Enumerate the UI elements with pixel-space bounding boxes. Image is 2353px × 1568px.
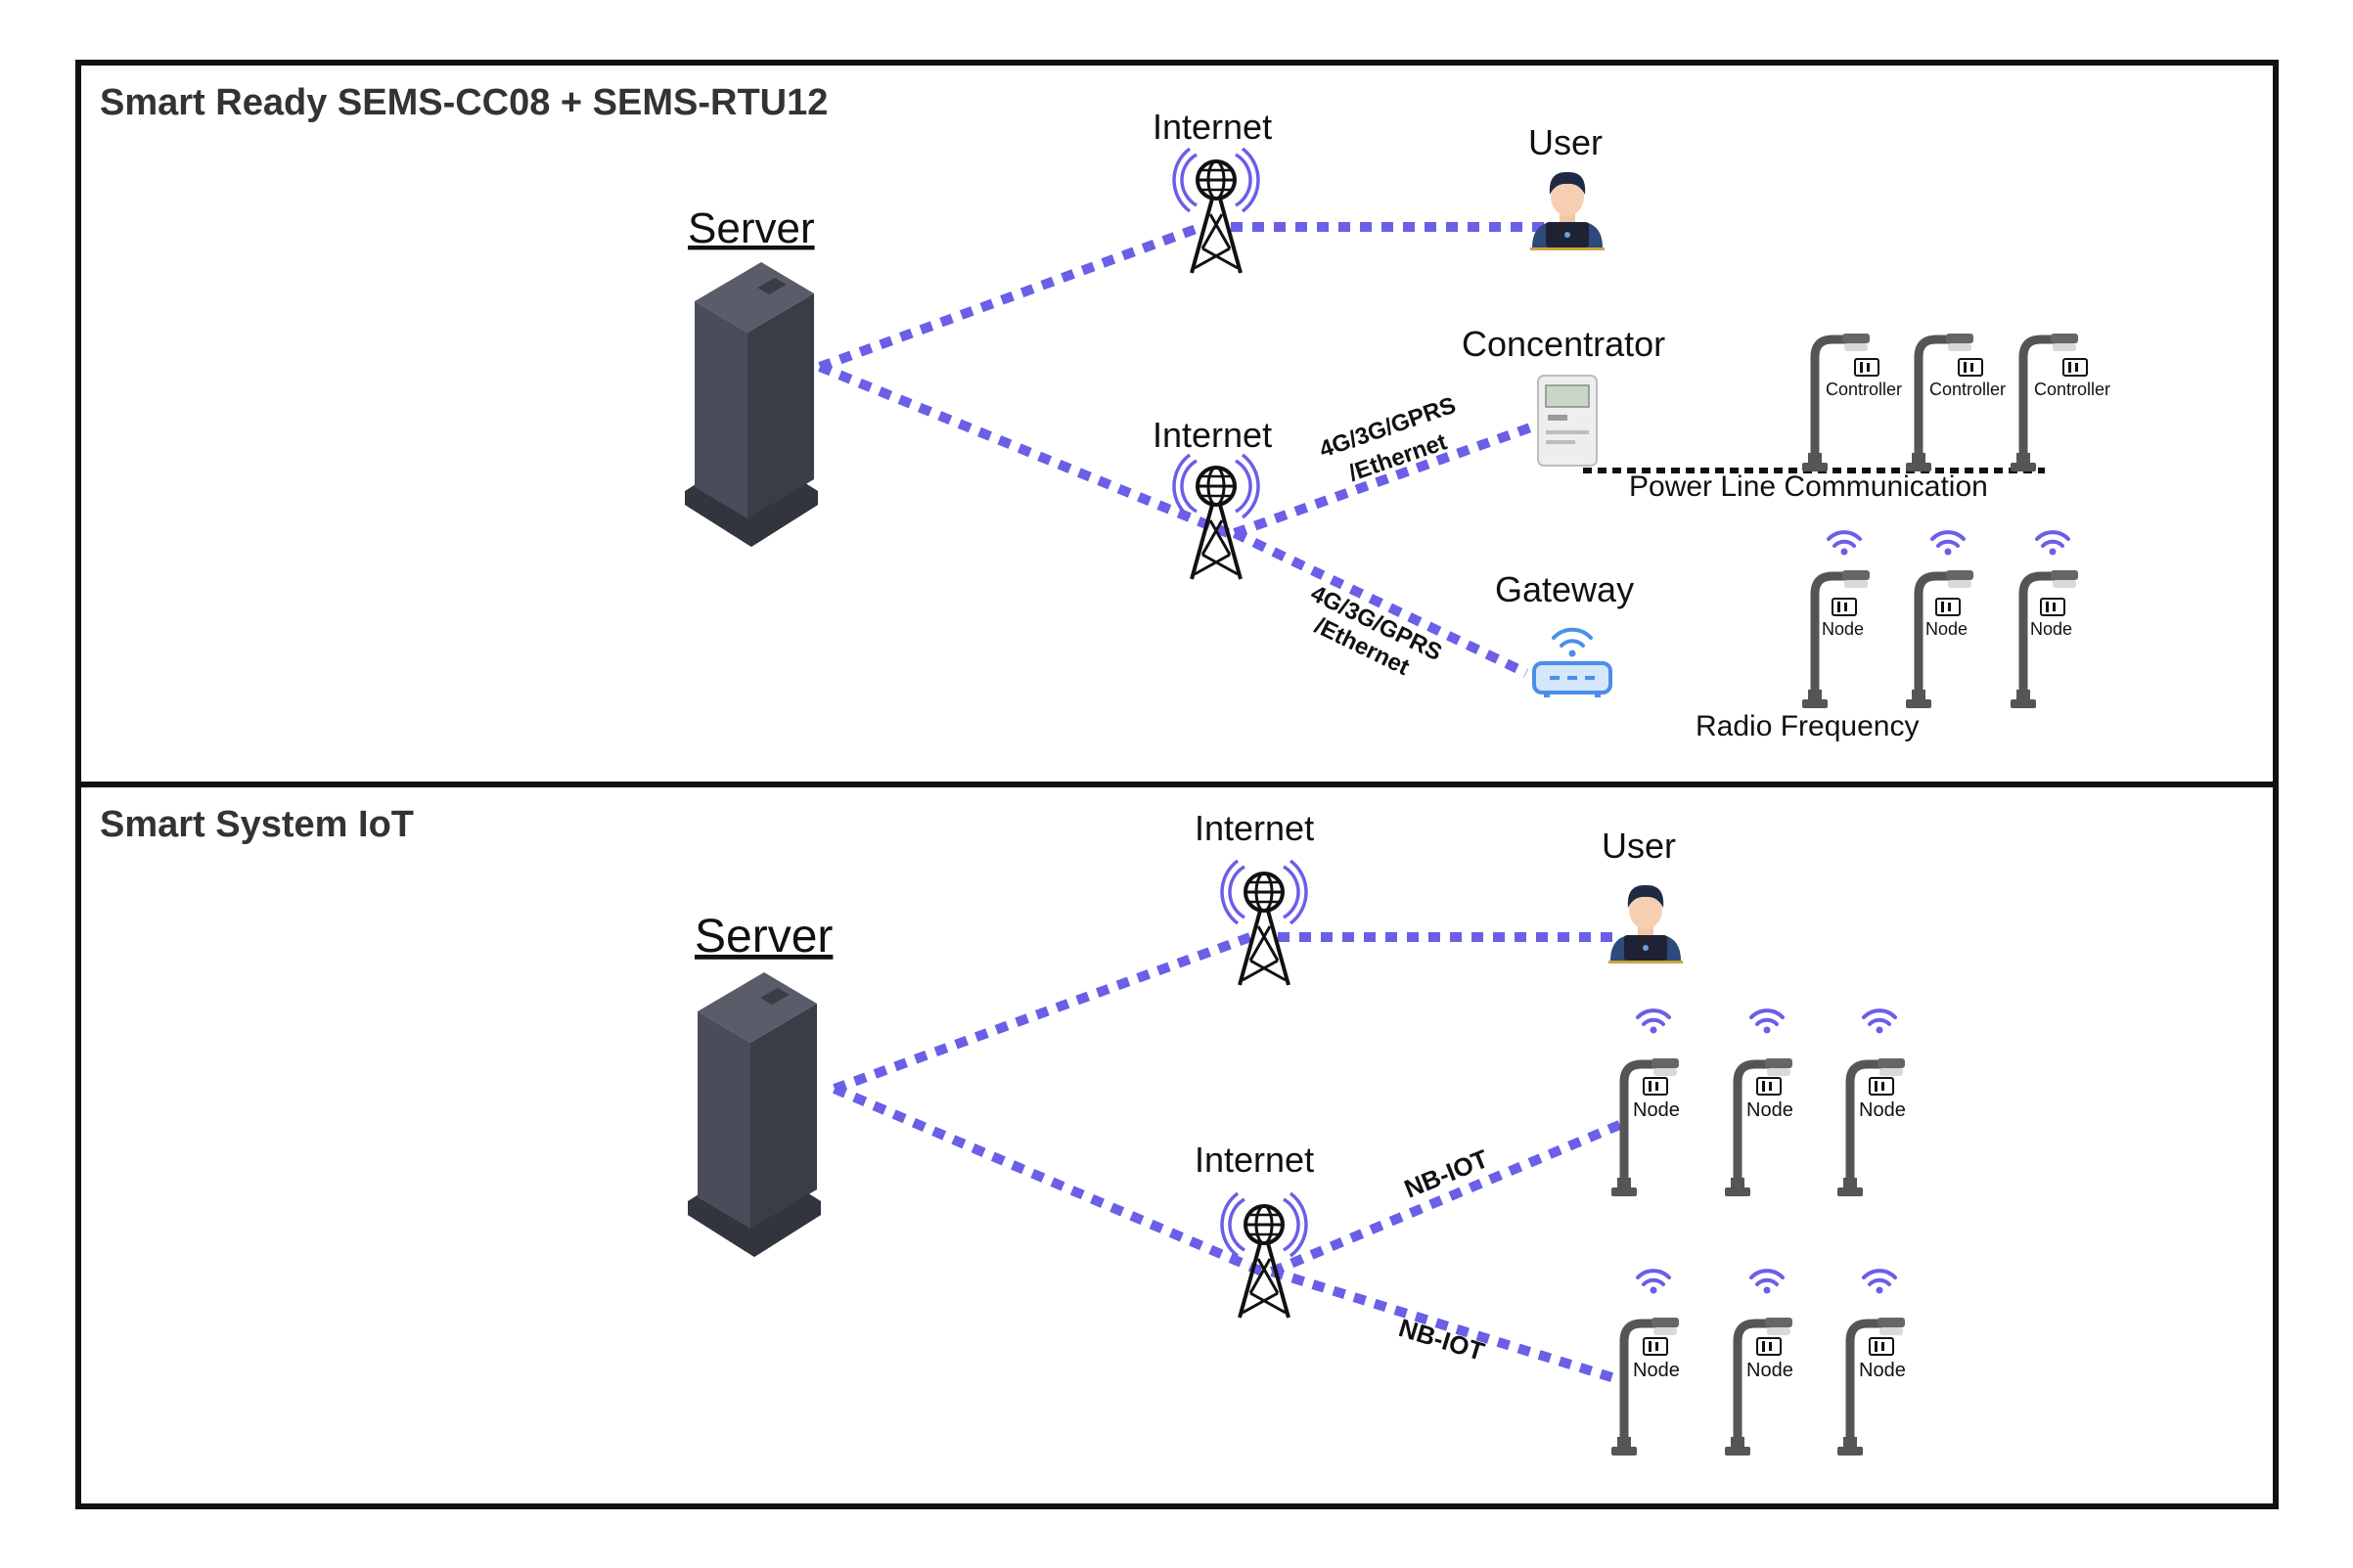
internet-b-label: Internet [1153, 415, 1272, 455]
node-r1-label-2: Node [1746, 1099, 1793, 1121]
link-internet-b-concentrator [1233, 421, 1538, 538]
plc-light-group: Controller Controller Controller [1802, 334, 2110, 471]
user-label: User [1528, 122, 1603, 162]
server-label-bottom: Server [695, 911, 833, 963]
node-device-icon [1832, 598, 1857, 616]
node-r1-label-1: Node [1633, 1099, 1680, 1121]
node-device-icon [1756, 1077, 1782, 1096]
panel-top: Smart Ready SEMS-CC08 + SEMS-RTU12 Serve… [100, 82, 2110, 742]
node-device-icon [1756, 1337, 1782, 1356]
controller-label-2: Controller [1929, 380, 2006, 399]
controller-device-icon [1854, 358, 1879, 377]
server-label: Server [688, 204, 815, 252]
controller-device-icon [2062, 358, 2088, 377]
node-device-icon [1869, 1077, 1894, 1096]
node-device-icon [2040, 598, 2065, 616]
link-internet-b-nodes-lower [1270, 1267, 1626, 1386]
node-device-icon [1869, 1337, 1894, 1356]
top-links [818, 222, 1546, 678]
iot-node-row-1: Node Node Node [1611, 1008, 1906, 1196]
iot-node-row-2: Node Node Node [1611, 1269, 1906, 1456]
link-server-internet-b-bottom [833, 1084, 1264, 1277]
panel-top-title: Smart Ready SEMS-CC08 + SEMS-RTU12 [100, 82, 828, 123]
concentrator-label: Concentrator [1462, 324, 1665, 364]
meter-icon [1537, 375, 1598, 467]
node-r2-label-2: Node [1746, 1360, 1793, 1381]
node-r1-label-3: Node [1859, 1099, 1906, 1121]
rf-light-group: Node Node Node [1802, 530, 2078, 708]
rf-label: Radio Frequency [1696, 710, 1919, 742]
rf-node-label-2: Node [1925, 619, 1968, 639]
controller-device-icon [1958, 358, 1983, 377]
server-icon [685, 262, 818, 547]
gateway-label: Gateway [1495, 569, 1634, 609]
controller-label-1: Controller [1826, 380, 1902, 399]
internet-a-label: Internet [1153, 107, 1272, 147]
link-internet-b-gateway [1232, 528, 1529, 678]
server-icon [688, 972, 821, 1257]
bottom-links [833, 932, 1626, 1386]
internet-a-label-bottom: Internet [1195, 808, 1314, 848]
node-device-icon [1935, 598, 1961, 616]
link-server-internet-a-bottom [833, 932, 1252, 1094]
node-device-icon [1643, 1077, 1668, 1096]
panel-bottom: Smart System IoT Server Internet Interne… [100, 804, 1906, 1456]
node-device-icon [1643, 1337, 1668, 1356]
rf-node-label-1: Node [1822, 619, 1864, 639]
rf-node-label-3: Node [2030, 619, 2072, 639]
link-server-internet-b [818, 362, 1230, 538]
internet-b-label-bottom: Internet [1195, 1140, 1314, 1180]
plc-label: Power Line Communication [1629, 470, 1988, 503]
controller-label-3: Controller [2034, 380, 2110, 399]
node-r2-label-1: Node [1633, 1360, 1680, 1381]
user-label-bottom: User [1602, 826, 1676, 866]
link-server-internet-a [818, 222, 1203, 372]
node-r2-label-3: Node [1859, 1360, 1906, 1381]
gateway-router-icon [1532, 627, 1612, 697]
panel-bottom-title: Smart System IoT [100, 804, 414, 845]
